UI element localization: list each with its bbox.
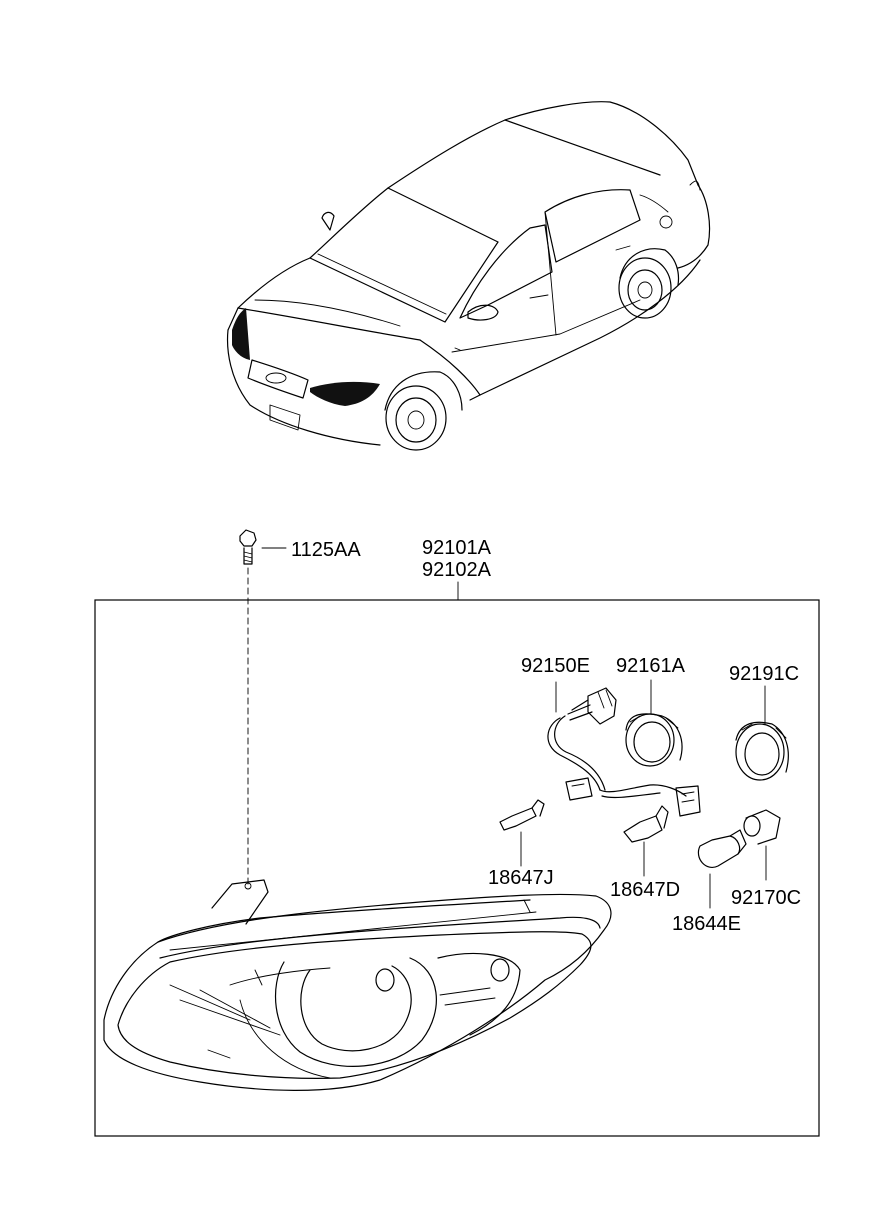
label-cap-92191c: 92191C — [729, 663, 800, 685]
socket-92170c — [743, 809, 781, 881]
label-assembly-92101a: 92101A — [422, 537, 491, 559]
bulb-18647d — [623, 805, 669, 877]
assembly-frame — [94, 599, 820, 1137]
label-bulb-18644e: 18644E — [672, 913, 741, 935]
label-bulb-18647d: 18647D — [610, 879, 681, 901]
cap-92161a — [625, 679, 683, 767]
label-assembly-92102a: 92102A — [422, 559, 491, 581]
label-bulb-18647j: 18647J — [488, 867, 554, 889]
car-illustration — [226, 101, 711, 451]
label-wiring-92150e: 92150E — [521, 655, 590, 677]
bulb-18644e — [697, 829, 747, 909]
bolt-1125aa — [239, 529, 287, 885]
label-cap-92161a: 92161A — [616, 655, 685, 677]
label-socket-92170c: 92170C — [731, 887, 802, 909]
label-bolt-1125aa: 1125AA — [291, 539, 361, 561]
bulb-18647j — [499, 799, 545, 867]
wiring-harness — [547, 681, 701, 817]
cap-92191c — [735, 685, 789, 781]
headlamp-assembly — [103, 879, 612, 1091]
